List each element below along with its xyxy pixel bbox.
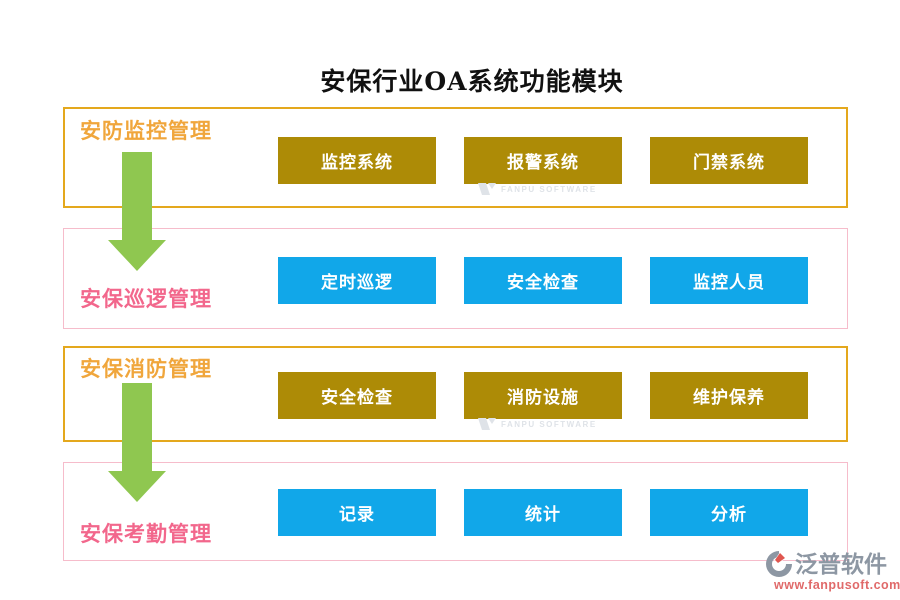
fanpu-watermark-icon: [478, 418, 496, 430]
module-button-safety-inspection[interactable]: 安全检查: [464, 257, 622, 304]
section-security-patrol-label: 安保巡逻管理: [80, 286, 212, 311]
fanpu-logo: 泛普软件 www.fanpusoft.com: [766, 550, 900, 592]
down-arrow-head: [108, 471, 166, 502]
section-security-fire-buttons: 安全检查 消防设施 维护保养: [278, 372, 808, 419]
section-security-monitoring-buttons: 监控系统 报警系统 门禁系统: [278, 137, 808, 184]
module-button-statistics[interactable]: 统计: [464, 489, 622, 536]
fanpu-logo-name: 泛普软件: [795, 550, 887, 578]
down-arrow-head: [108, 240, 166, 271]
down-arrow-1: [108, 152, 166, 272]
module-button-alarm-system[interactable]: 报警系统: [464, 137, 622, 184]
fanpu-watermark: FANPU SOFTWARE: [478, 418, 597, 430]
section-security-attendance-buttons: 记录 统计 分析: [278, 489, 808, 536]
fanpu-watermark-text: FANPU SOFTWARE: [501, 419, 597, 429]
fanpu-watermark: FANPU SOFTWARE: [478, 183, 597, 195]
section-security-monitoring-label: 安防监控管理: [80, 118, 212, 143]
module-button-scheduled-patrol[interactable]: 定时巡逻: [278, 257, 436, 304]
section-security-fire-label: 安保消防管理: [80, 356, 212, 381]
fanpu-logo-icon: [766, 551, 792, 577]
fanpu-logo-url[interactable]: www.fanpusoft.com: [774, 578, 900, 592]
module-button-safety-check[interactable]: 安全检查: [278, 372, 436, 419]
module-button-fire-facilities[interactable]: 消防设施: [464, 372, 622, 419]
section-security-patrol-buttons: 定时巡逻 安全检查 监控人员: [278, 257, 808, 304]
module-button-monitoring-personnel[interactable]: 监控人员: [650, 257, 808, 304]
module-button-analysis[interactable]: 分析: [650, 489, 808, 536]
fanpu-watermark-text: FANPU SOFTWARE: [501, 184, 597, 194]
module-button-maintenance[interactable]: 维护保养: [650, 372, 808, 419]
down-arrow-shaft: [122, 152, 152, 240]
module-button-access-control-system[interactable]: 门禁系统: [650, 137, 808, 184]
fanpu-watermark-icon: [478, 183, 496, 195]
module-button-monitoring-system[interactable]: 监控系统: [278, 137, 436, 184]
down-arrow-2: [108, 383, 166, 503]
module-button-records[interactable]: 记录: [278, 489, 436, 536]
down-arrow-shaft: [122, 383, 152, 471]
diagram-title: 安保行业OA系统功能模块: [320, 67, 624, 96]
section-security-attendance-label: 安保考勤管理: [80, 521, 212, 546]
